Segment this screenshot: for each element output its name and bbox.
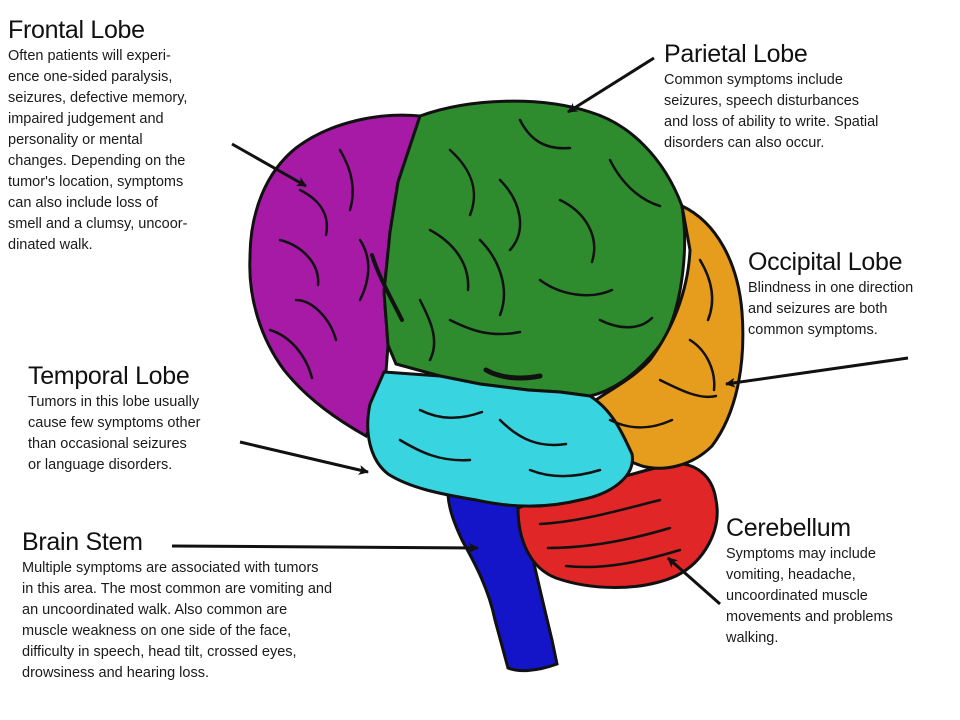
cerebellum-description: Symptoms may include vomiting, headache,…	[726, 546, 893, 646]
occipital-arrow	[725, 356, 909, 388]
frontal-lobe-description: Often patients will experi- ence one-sid…	[8, 48, 188, 253]
cerebellum-label: Cerebellum Symptoms may include vomiting…	[726, 514, 951, 649]
parietal-lobe-description: Common symptoms include seizures, speech…	[664, 72, 879, 151]
frontal-arrow	[231, 142, 307, 188]
sulci-lines	[268, 118, 718, 569]
brain-stem-title: Brain Stem	[22, 528, 143, 556]
cerebellum-arrow	[667, 556, 721, 606]
occipital-lobe-label: Occipital Lobe Blindness in one directio…	[748, 248, 953, 341]
temporal-lobe-label: Temporal Lobe Tumors in this lobe usuall…	[28, 362, 258, 476]
parietal-lobe-region	[382, 99, 687, 398]
occipital-lobe-title: Occipital Lobe	[748, 248, 903, 276]
parietal-lobe-label: Parietal Lobe Common symptoms include se…	[664, 40, 954, 154]
temporal-lobe-description: Tumors in this lobe usually cause few sy…	[28, 394, 201, 473]
temporal-arrow	[239, 440, 369, 475]
brainstem-region	[446, 493, 559, 673]
occipital-lobe-region	[582, 203, 745, 470]
frontal-lobe-region	[248, 113, 423, 439]
occipital-lobe-description: Blindness in one direction and seizures …	[748, 280, 914, 338]
temporal-lobe-title: Temporal Lobe	[28, 362, 190, 390]
parietal-arrow	[567, 56, 655, 114]
brain-stem-label: Brain Stem Multiple symptoms are associa…	[22, 528, 422, 684]
frontal-lobe-label: Frontal Lobe Often patients will experi-…	[8, 16, 243, 256]
brainstem-arrow	[171, 542, 479, 553]
cerebellum-title: Cerebellum	[726, 514, 851, 542]
parietal-lobe-title: Parietal Lobe	[664, 40, 808, 68]
brain-stem-description: Multiple symptoms are associated with tu…	[22, 560, 333, 681]
frontal-lobe-title: Frontal Lobe	[8, 16, 145, 44]
